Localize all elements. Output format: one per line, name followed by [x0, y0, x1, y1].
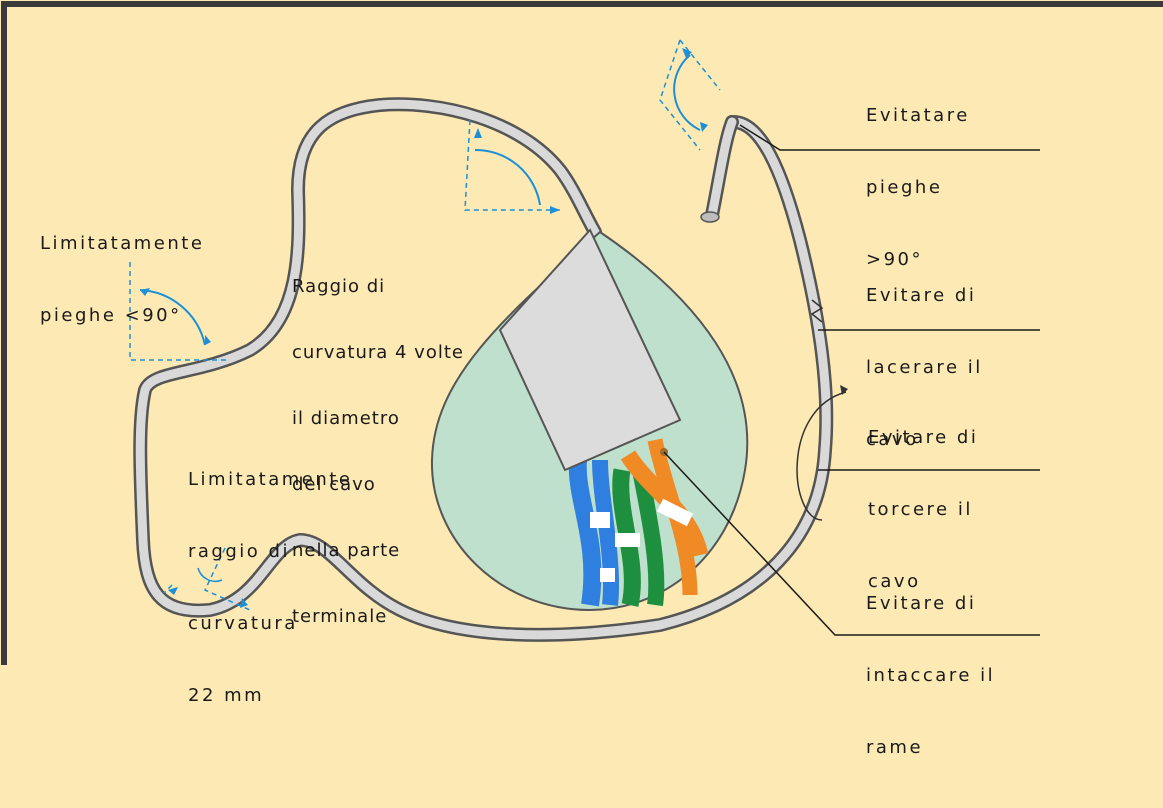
- tear-mark: [810, 299, 824, 323]
- twisted-pairs: [568, 438, 709, 607]
- label-line: Raggio di: [292, 276, 386, 297]
- label-avoid-nick: Evitare di intaccare il rame: [866, 544, 995, 808]
- label-line: il diametro: [292, 408, 400, 429]
- label-line: curvatura 4 volte: [292, 342, 464, 363]
- label-line: Evitatare: [866, 105, 970, 126]
- label-line: nella parte: [292, 540, 401, 561]
- cable-path: [133, 97, 834, 642]
- label-line: pieghe: [866, 177, 943, 198]
- label-line: Evitare di: [866, 285, 977, 306]
- twist-mark: [796, 391, 847, 521]
- label-avoid-bends: Evitatare pieghe >90°: [866, 56, 970, 320]
- angle-indicators: [129, 39, 721, 611]
- label-line: Limitatamente: [188, 469, 353, 490]
- label-line: Limitatamente: [40, 233, 205, 254]
- label-line: Evitare di: [866, 593, 977, 614]
- label-line: >90°: [866, 249, 923, 270]
- label-avoid-twist: Evitare di torcere il cavo: [868, 378, 978, 642]
- label-line: 22 mm: [188, 685, 265, 706]
- label-line: raggio di: [188, 541, 290, 562]
- label-avoid-tear: Evitare di lacerare il cavo: [866, 236, 983, 500]
- label-line: curvatura: [188, 613, 298, 634]
- label-line: cavo: [866, 429, 919, 450]
- label-bend-radius: Raggio di curvatura 4 volte il diametro …: [292, 232, 464, 672]
- cable-bending-diagram: Limitatamente pieghe <90° Raggio di curv…: [1, 1, 1163, 758]
- leader-lines: [663, 124, 1040, 636]
- label-line: intaccare il: [866, 665, 996, 686]
- label-limit-bends: Limitatamente pieghe <90°: [40, 184, 204, 376]
- cable-jacket: [498, 228, 682, 472]
- frame-border: [1, 1, 1163, 665]
- cable-cut-end: [700, 211, 720, 223]
- diagram-graphics: [1, 1, 1163, 665]
- label-limit-radius: Limitatamente raggio di curvatura 22 mm: [188, 420, 352, 756]
- label-line: Evitare di: [868, 427, 979, 448]
- label-line: torcere il: [868, 499, 973, 520]
- label-line: del cavo: [292, 474, 376, 495]
- label-line: lacerare il: [866, 357, 983, 378]
- label-line: terminale: [292, 606, 388, 627]
- label-line: rame: [866, 737, 924, 758]
- label-line: cavo: [868, 571, 921, 592]
- label-line: pieghe <90°: [40, 305, 182, 326]
